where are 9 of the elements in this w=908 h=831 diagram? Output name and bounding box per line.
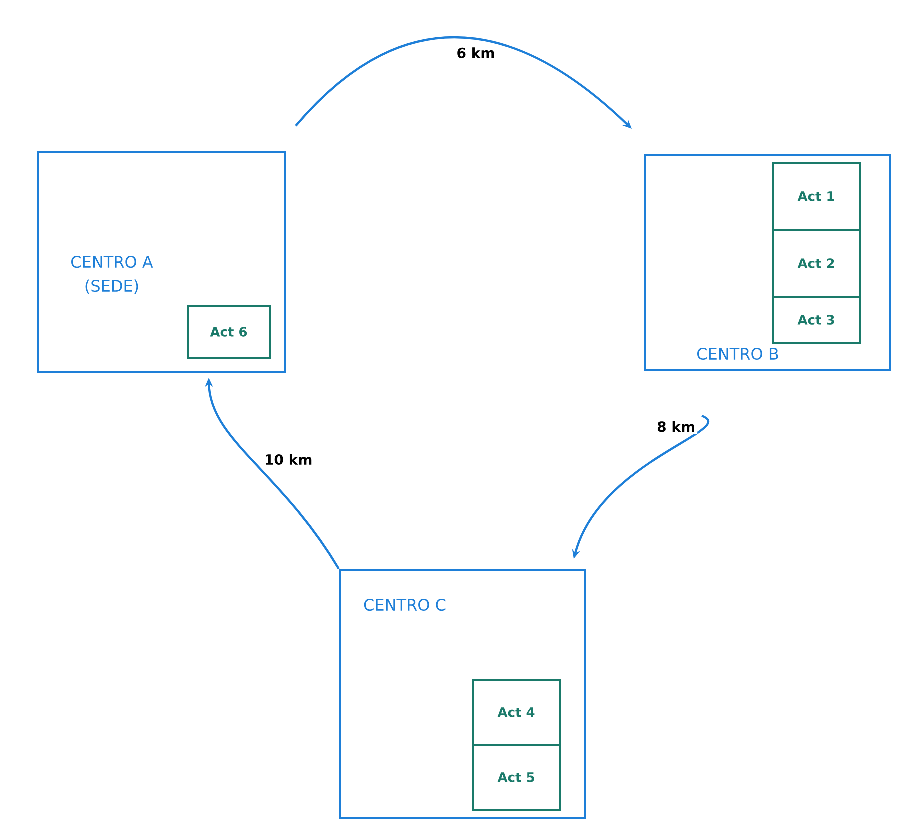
activity-box: Act 1	[772, 162, 861, 231]
activity-box: Act 4	[472, 679, 561, 746]
activity-box: Act 5	[472, 744, 561, 811]
activity-box: Act 6	[187, 305, 271, 359]
edge-label: 6 km	[454, 46, 498, 60]
activity-box: Act 3	[772, 296, 861, 344]
edge-label: 10 km	[262, 452, 315, 468]
edge-label: 8 km	[655, 419, 698, 434]
activity-box: Act 2	[772, 229, 861, 298]
